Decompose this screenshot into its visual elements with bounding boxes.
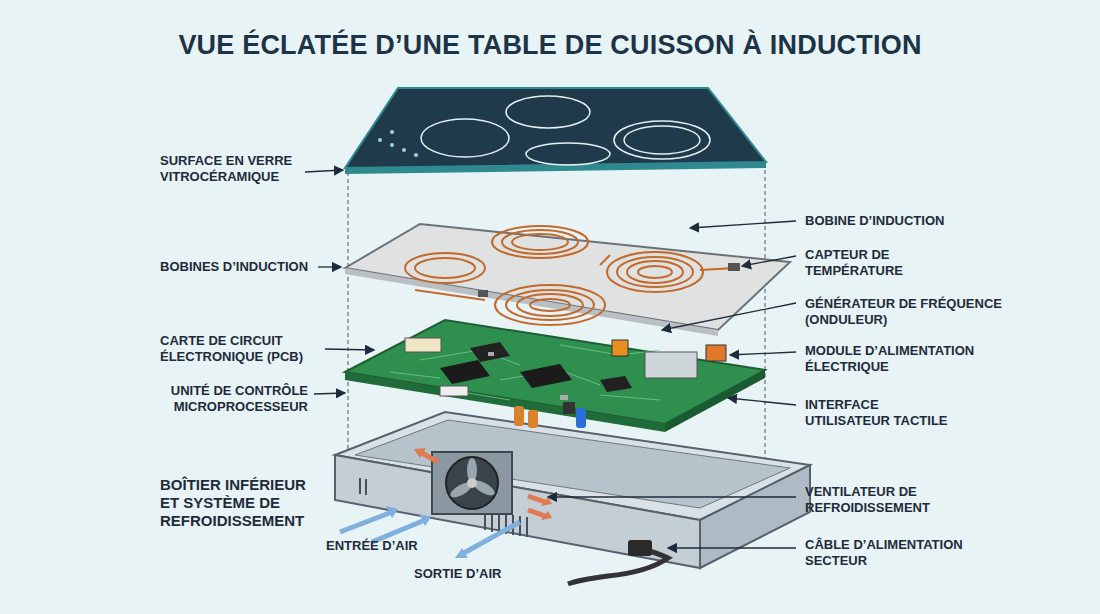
part-label: UNITÉ DE CONTRÔLE MICROPROCESSEUR: [158, 383, 308, 415]
part-label: GÉNÉRATEUR DE FRÉQUENCE (ONDULEUR): [805, 296, 1010, 328]
part-label: CÂBLE D’ALIMENTATION SECTEUR: [805, 537, 985, 569]
part-label: VENTILATEUR DE REFROIDISSEMENT: [805, 484, 955, 516]
part-label: BOÎTIER INFÉRIEUR ET SYSTÈME DE REFROIDI…: [160, 476, 328, 530]
part-label: MODULE D’ALIMENTATION ÉLECTRIQUE: [805, 343, 995, 375]
title: VUE ÉCLATÉE D’UNE TABLE DE CUISSON À IND…: [0, 30, 1100, 61]
part-label: ENTRÉE D’AIR: [326, 538, 436, 554]
part-label: CARTE DE CIRCUIT ÉLECTRONIQUE (PCB): [160, 333, 322, 365]
part-label: CAPTEUR DE TEMPÉRATURE: [805, 247, 923, 279]
coil-plate: [345, 224, 790, 336]
part-label: INTERFACE UTILISATEUR TACTILE: [805, 397, 955, 429]
part-label: SURFACE EN VERRE VITROCÉRAMIQUE: [160, 153, 302, 185]
part-label: BOBINES D’INDUCTION: [160, 259, 316, 275]
housing: [335, 412, 810, 584]
part-label: BOBINE D’INDUCTION: [805, 213, 1005, 229]
part-label: SORTIE D’AIR: [414, 566, 524, 582]
pcb: [345, 320, 765, 432]
glass-top: [345, 88, 766, 174]
